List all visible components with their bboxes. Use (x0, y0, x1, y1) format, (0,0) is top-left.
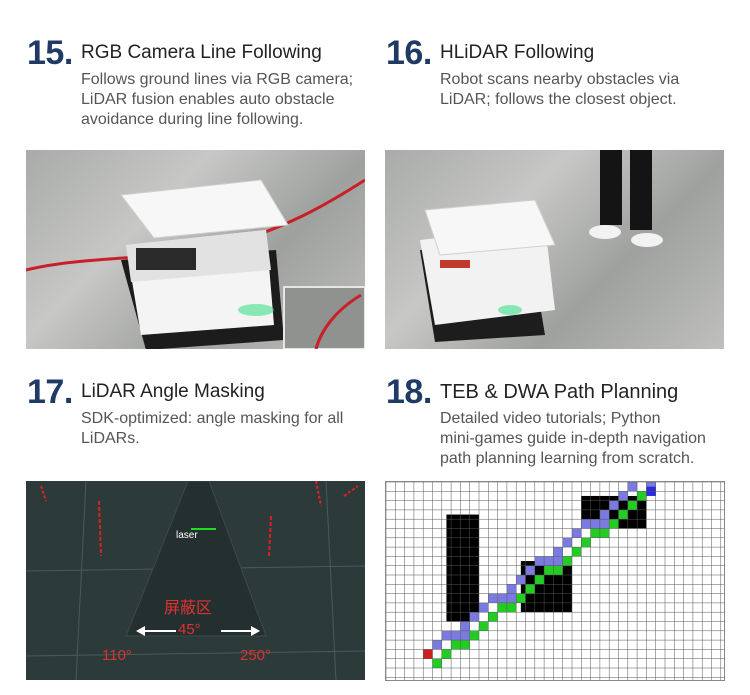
feature-title: TEB & DWA Path Planning (440, 381, 679, 403)
arrow-left-icon (136, 626, 176, 636)
planning-grid-canvas (386, 482, 724, 680)
path-cell (451, 640, 461, 650)
right-angle-label: 250° (240, 647, 272, 664)
line-following-photo (26, 150, 365, 349)
path-cell (525, 584, 535, 594)
explored-cell (553, 556, 563, 566)
mask-zone-label: 屏蔽区 (164, 598, 213, 617)
explored-cell (441, 630, 452, 641)
path-cell (506, 602, 517, 613)
desc-line: SDK-optimized: angle masking for all (81, 410, 344, 427)
path-cell (516, 593, 526, 603)
explored-cell (618, 491, 628, 501)
explored-cell (506, 593, 517, 603)
path-cell (590, 528, 600, 538)
feature-title: HLiDAR Following (440, 42, 595, 63)
explored-cell (525, 565, 535, 575)
explored-cell (534, 556, 545, 566)
feature-number: 18. (386, 373, 432, 411)
feature-description: Detailed video tutorials; Python mini-ga… (440, 409, 706, 469)
explored-cell (497, 593, 507, 603)
desc-line: Robot scans nearby obstacles via (440, 71, 680, 88)
explored-cell (599, 509, 610, 520)
desc-line: LiDAR; follows the closest object. (440, 91, 677, 108)
path-cell (609, 519, 619, 529)
laser-label: laser (176, 530, 198, 541)
path-cell (637, 491, 647, 501)
path-cell (479, 621, 489, 631)
explored-cell (460, 621, 470, 631)
feature-title: LiDAR Angle Masking (81, 381, 265, 402)
explored-cell (516, 575, 526, 585)
feature-description: Follows ground lines via RGB camera; LiD… (81, 70, 353, 130)
path-cell (544, 565, 554, 575)
arrow-right-icon (221, 626, 260, 636)
path-cell (618, 509, 628, 520)
mask-angle-label: 45° (178, 621, 201, 638)
explored-cell (609, 500, 619, 510)
feature-18: 18. TEB & DWA Path Planning Detailed vid… (386, 372, 731, 472)
desc-line: Follows ground lines via RGB camera; (81, 71, 354, 88)
path-cell (627, 500, 638, 510)
explored-cell (646, 482, 656, 492)
explored-cell (627, 482, 638, 492)
obstacle-block (446, 514, 479, 622)
explored-cell (590, 519, 600, 529)
path-cell (460, 640, 470, 650)
explored-cell (562, 537, 572, 548)
explored-cell (599, 519, 610, 529)
path-cell (599, 528, 610, 538)
start-cell (423, 649, 433, 659)
feature-number: 15. (27, 34, 73, 72)
feature-description: SDK-optimized: angle masking for all LiD… (81, 409, 343, 449)
explored-cell (506, 584, 517, 594)
explored-cell (469, 612, 479, 622)
feature-17: 17. LiDAR Angle Masking SDK-optimized: a… (27, 372, 372, 462)
path-cell (581, 537, 591, 548)
path-cell (441, 649, 452, 659)
lidar-scan-view (26, 481, 365, 680)
feature-number: 16. (386, 34, 432, 72)
path-planning-grid (385, 481, 725, 681)
path-cell (488, 612, 498, 622)
desc-line: mini-games guide in-depth navigation (440, 430, 706, 447)
explored-cell (572, 528, 582, 538)
feature-15: 15. RGB Camera Line Following Follows gr… (27, 33, 372, 133)
path-cell (572, 547, 582, 557)
path-cell (534, 575, 545, 585)
desc-line: LiDAR fusion enables auto obstacle (81, 91, 335, 108)
explored-cell (488, 593, 498, 603)
feature-number: 17. (27, 373, 73, 411)
path-cell (432, 658, 442, 668)
explored-cell (432, 640, 442, 650)
path-cell (562, 556, 572, 566)
lidar-masking-panel: laser 屏蔽区 45° 110° 250° (26, 481, 365, 680)
left-angle-label: 110° (102, 647, 132, 664)
desc-line: path planning learning from scratch. (440, 450, 695, 467)
explored-cell (544, 556, 554, 566)
feature-title: RGB Camera Line Following (81, 42, 322, 63)
explored-cell (553, 547, 563, 557)
desc-line: avoidance during line following. (81, 111, 304, 128)
feature-16: 16. HLiDAR Following Robot scans nearby … (386, 33, 731, 133)
explored-cell (460, 630, 470, 641)
feature-description: Robot scans nearby obstacles via LiDAR; … (440, 70, 679, 110)
desc-line: LiDARs. (81, 430, 140, 447)
explored-cell (479, 602, 489, 613)
explored-cell (451, 630, 461, 641)
path-cell (497, 602, 507, 613)
path-cell (553, 565, 563, 575)
desc-line: Detailed video tutorials; Python (440, 410, 661, 427)
lidar-following-photo (385, 150, 724, 349)
robot-line-image (26, 178, 365, 349)
robot-follow-image (420, 150, 663, 342)
explored-cell (581, 519, 591, 529)
path-cell (469, 630, 479, 641)
